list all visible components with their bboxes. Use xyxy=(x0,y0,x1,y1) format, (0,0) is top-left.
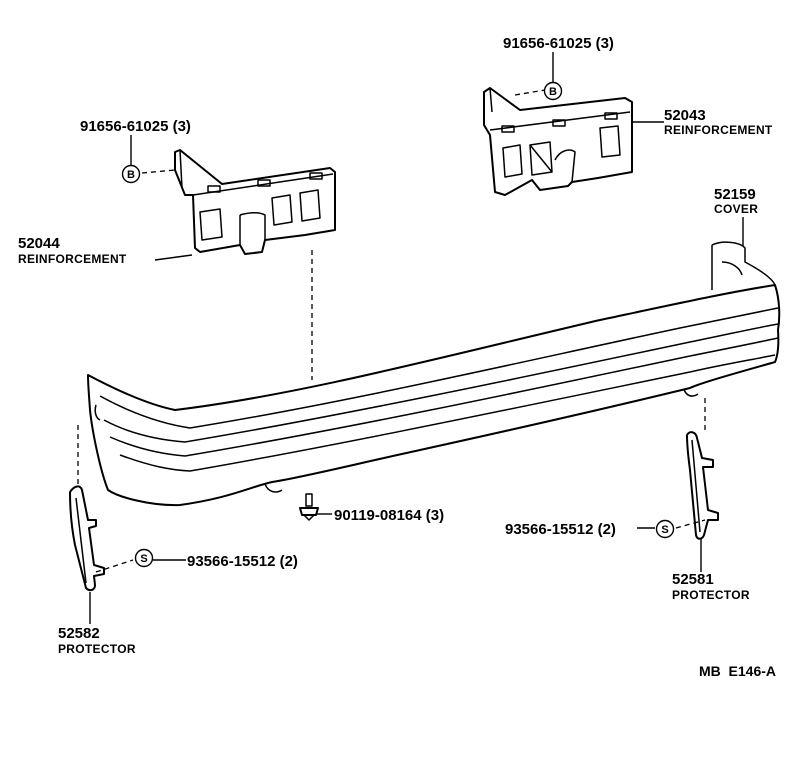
label-protector-right-name: PROTECTOR xyxy=(672,588,750,602)
label-reinforcement-left-number: 52044 xyxy=(18,235,60,252)
bolt-symbol-right: B xyxy=(543,81,563,101)
label-cover-name: COVER xyxy=(714,202,758,216)
label-cover-number: 52159 xyxy=(714,186,756,203)
assembly-lines xyxy=(77,89,706,573)
screw-symbol-left-letter: S xyxy=(140,553,147,565)
leader-lines xyxy=(89,52,744,624)
diagram-code: MB E146-A xyxy=(699,663,776,679)
screw-symbol-left: S xyxy=(134,548,154,568)
label-cover-screw: 90119-08164 (3) xyxy=(334,507,444,524)
screw-symbol-right: S xyxy=(655,519,675,539)
label-reinforcement-left-name: REINFORCEMENT xyxy=(18,252,127,266)
label-screw-left-protector: 93566-15512 (2) xyxy=(187,553,298,570)
label-screw-right-protector: 93566-15512 (2) xyxy=(505,521,616,538)
label-protector-left-number: 52582 xyxy=(58,625,100,642)
protector-left-drawing xyxy=(69,485,105,592)
cover-screw-drawing xyxy=(299,493,319,521)
bumper-cover-drawing xyxy=(87,241,781,507)
screw-symbol-right-letter: S xyxy=(661,524,668,536)
label-bolt-left-bracket: 91656-61025 (3) xyxy=(80,118,191,135)
label-protector-right-number: 52581 xyxy=(672,571,714,588)
label-bolt-right-bracket: 91656-61025 (3) xyxy=(503,35,614,52)
bolt-symbol-left: B xyxy=(121,164,141,184)
label-protector-left-name: PROTECTOR xyxy=(58,642,136,656)
reinforcement-right-drawing xyxy=(483,87,633,196)
label-reinforcement-right-name: REINFORCEMENT xyxy=(664,123,773,137)
label-reinforcement-right-number: 52043 xyxy=(664,107,706,124)
bolt-symbol-right-letter: B xyxy=(549,86,557,98)
bolt-symbol-left-letter: B xyxy=(127,169,135,181)
reinforcement-left-drawing xyxy=(174,149,336,255)
protector-right-drawing xyxy=(686,431,719,540)
